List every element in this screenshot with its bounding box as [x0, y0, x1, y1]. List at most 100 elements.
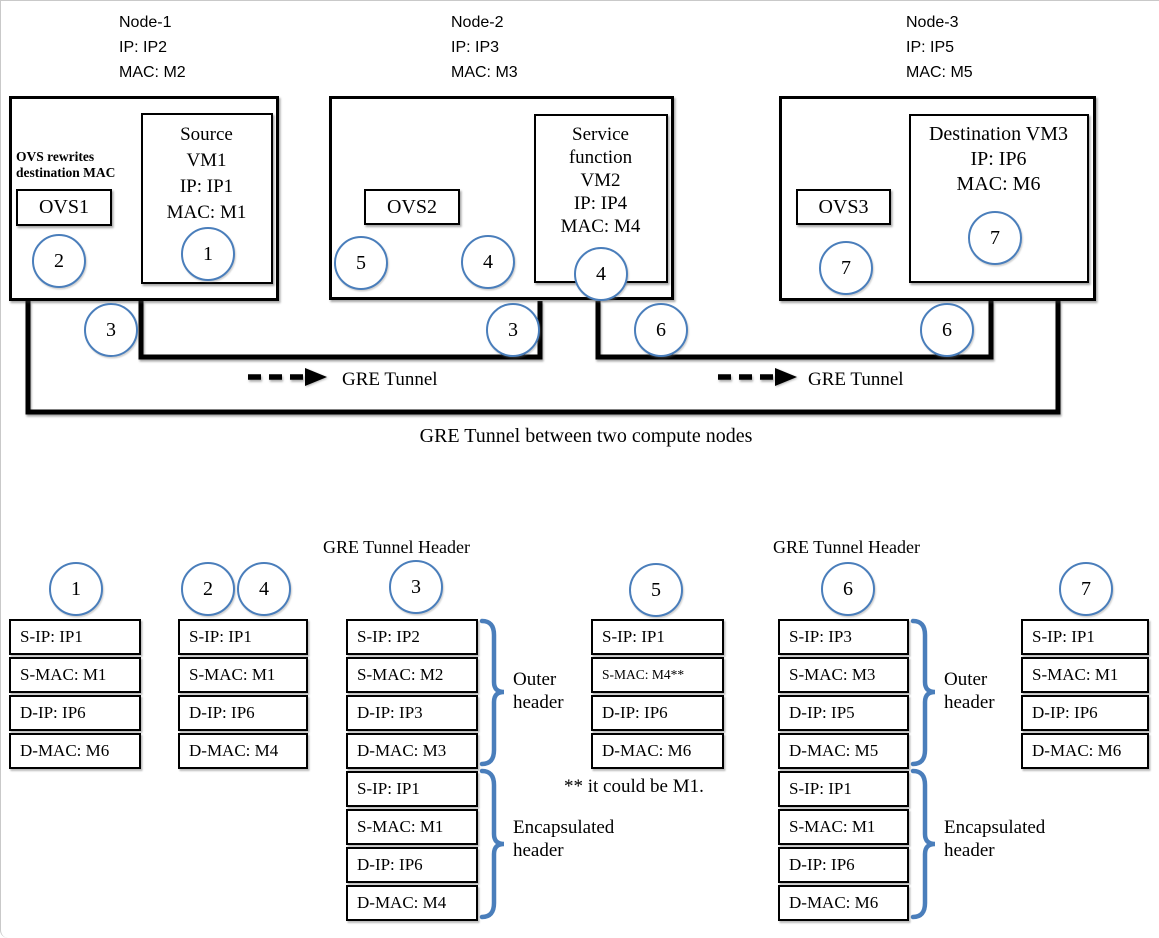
step-circle-ovs3-number: 7 [841, 256, 851, 279]
mac-footnote: ** it could be M1. [564, 776, 704, 797]
packet-table-1: S-IP: IP1 S-MAC: M1 D-IP: IP6 D-MAC: M6 [9, 619, 141, 771]
table-row: S-MAC: M1 [346, 809, 478, 845]
node2-name: Node-2 [451, 14, 504, 31]
vm2-line5: MAC: M4 [560, 216, 641, 237]
step-circle-vm1: 1 [181, 227, 235, 281]
table-row: S-MAC: M1 [9, 657, 141, 693]
table-row: D-MAC: M4 [346, 885, 478, 921]
table-row: S-MAC: M4** [591, 657, 724, 693]
node3-mac: MAC: M5 [906, 64, 973, 81]
badge-table2-b: 4 [237, 562, 291, 616]
node3-title: Node-3 IP: IP5 MAC: M5 [906, 10, 973, 85]
table-row: D-MAC: M6 [591, 733, 724, 769]
table-row: D-IP: IP6 [9, 695, 141, 731]
ovs1-label: OVS1 [38, 196, 89, 218]
packet-table-4: S-IP: IP1 S-MAC: M4** D-IP: IP6 D-MAC: M… [591, 619, 724, 771]
step-circle-tunnel2-right: 6 [920, 303, 974, 357]
badge-table3: 3 [389, 560, 443, 614]
step-circle-tunnel1-right-number: 3 [508, 318, 518, 341]
table-row: D-IP: IP6 [778, 847, 909, 883]
outer-header-brace-2 [910, 618, 936, 767]
badge-table1-number: 1 [71, 577, 81, 600]
table-row: S-IP: IP3 [778, 619, 909, 655]
step-circle-tunnel2-right-number: 6 [942, 318, 952, 341]
table-row: D-MAC: M5 [778, 733, 909, 769]
step-circle-vm3-number: 7 [990, 226, 1000, 249]
table-row: D-MAC: M6 [1021, 733, 1149, 769]
table-row: D-MAC: M6 [778, 885, 909, 921]
node2-ip: IP: IP3 [451, 39, 500, 56]
node1-annotation: OVS rewrites destination MAC [16, 149, 140, 181]
table-row: S-IP: IP1 [9, 619, 141, 655]
vm1-line1: Source [180, 124, 233, 145]
tunnel-bottom-label: GRE Tunnel between two compute nodes [419, 425, 753, 447]
node1-title: Node-1 IP: IP2 MAC: M2 [119, 10, 186, 85]
node1-ip: IP: IP2 [119, 39, 168, 56]
badge-table5: 6 [821, 562, 875, 616]
tunnel1-label-arrowhead [305, 368, 327, 386]
vm3-line2: IP: IP6 [970, 148, 1027, 170]
vm1-text: Source VM1 IP: IP1 MAC: M1 [143, 122, 270, 226]
badge-table4: 5 [629, 563, 683, 617]
vm2-text: Service function VM2 IP: IP4 MAC: M4 [536, 123, 665, 238]
table-row: D-IP: IP6 [591, 695, 724, 731]
tunnel-bottom-line [25, 301, 1061, 415]
tunnel1-label: GRE Tunnel [342, 369, 438, 390]
table-row: D-MAC: M3 [346, 733, 478, 769]
step-circle-vm1-number: 1 [203, 242, 213, 265]
ovs2-label: OVS2 [386, 195, 437, 218]
badge-table4-number: 5 [651, 578, 661, 601]
table-row: S-MAC: M1 [1021, 657, 1149, 693]
vm2-line4: IP: IP4 [573, 193, 628, 214]
table-row: D-IP: IP6 [346, 847, 478, 883]
step-circle-ovs1: 2 [32, 234, 86, 288]
table-row: D-MAC: M6 [9, 733, 141, 769]
step-circle-ovs3: 7 [819, 241, 873, 295]
vm1-line4: MAC: M1 [166, 202, 247, 223]
step-circle-tunnel1-left-number: 3 [106, 318, 116, 341]
node2-mac: MAC: M3 [451, 64, 518, 81]
node3-ip: IP: IP5 [906, 39, 955, 56]
tunnel2-label-arrowhead [775, 368, 797, 386]
step-circle-tunnel1-left: 3 [84, 303, 138, 357]
tunnel2-line [595, 301, 994, 360]
badge-table6: 7 [1059, 562, 1113, 616]
tunnel1-line [138, 301, 543, 360]
vm1-line2: VM1 [186, 150, 227, 171]
node3-name: Node-3 [906, 14, 959, 31]
node2-title: Node-2 IP: IP3 MAC: M3 [451, 10, 518, 85]
outer-header-label-2: Outer header [944, 669, 995, 713]
step-circle-ovs2-left: 5 [334, 236, 388, 290]
badge-table6-number: 7 [1081, 577, 1091, 600]
outer-header-label-1: Outer header [513, 669, 564, 713]
ovs3-label: OVS3 [818, 195, 869, 218]
table-row: D-IP: IP5 [778, 695, 909, 731]
table-row: S-IP: IP1 [778, 771, 909, 807]
step-circle-ovs1-number: 2 [54, 249, 64, 272]
encap-header-label-2: Encapsulated header [944, 817, 1046, 861]
encap-header-label-1: Encapsulated header [513, 817, 615, 861]
table-row: S-IP: IP1 [346, 771, 478, 807]
packet-table-5: S-IP: IP3 S-MAC: M3 D-IP: IP5 D-MAC: M5 … [778, 619, 909, 923]
node1-name: Node-1 [119, 14, 172, 31]
step-circle-ovs2-right: 4 [461, 235, 515, 289]
node1-annotation-line1: OVS rewrites [16, 149, 95, 164]
step-circle-tunnel1-right: 3 [486, 303, 540, 357]
vm2-line1: Service [572, 124, 629, 145]
table-row: S-MAC: M2 [346, 657, 478, 693]
ovs3-box: OVS3 [796, 189, 891, 225]
table-row: S-IP: IP1 [178, 619, 308, 655]
step-circle-vm3: 7 [968, 211, 1022, 265]
table-row: S-IP: IP2 [346, 619, 478, 655]
packet-table-3: S-IP: IP2 S-MAC: M2 D-IP: IP3 D-MAC: M3 … [346, 619, 478, 923]
badge-table2-b-number: 4 [259, 577, 269, 600]
table-row: S-MAC: M1 [178, 657, 308, 693]
step-circle-vm2-number: 4 [596, 262, 606, 285]
vm2-line2: function [568, 147, 633, 168]
vm1-box: Source VM1 IP: IP1 MAC: M1 [141, 113, 273, 284]
step-circle-tunnel2-left-number: 6 [656, 318, 666, 341]
step-circle-ovs2-right-number: 4 [483, 250, 493, 273]
badge-table2-a: 2 [181, 562, 235, 616]
table-row: D-IP: IP3 [346, 695, 478, 731]
packet-table-6: S-IP: IP1 S-MAC: M1 D-IP: IP6 D-MAC: M6 [1021, 619, 1149, 771]
